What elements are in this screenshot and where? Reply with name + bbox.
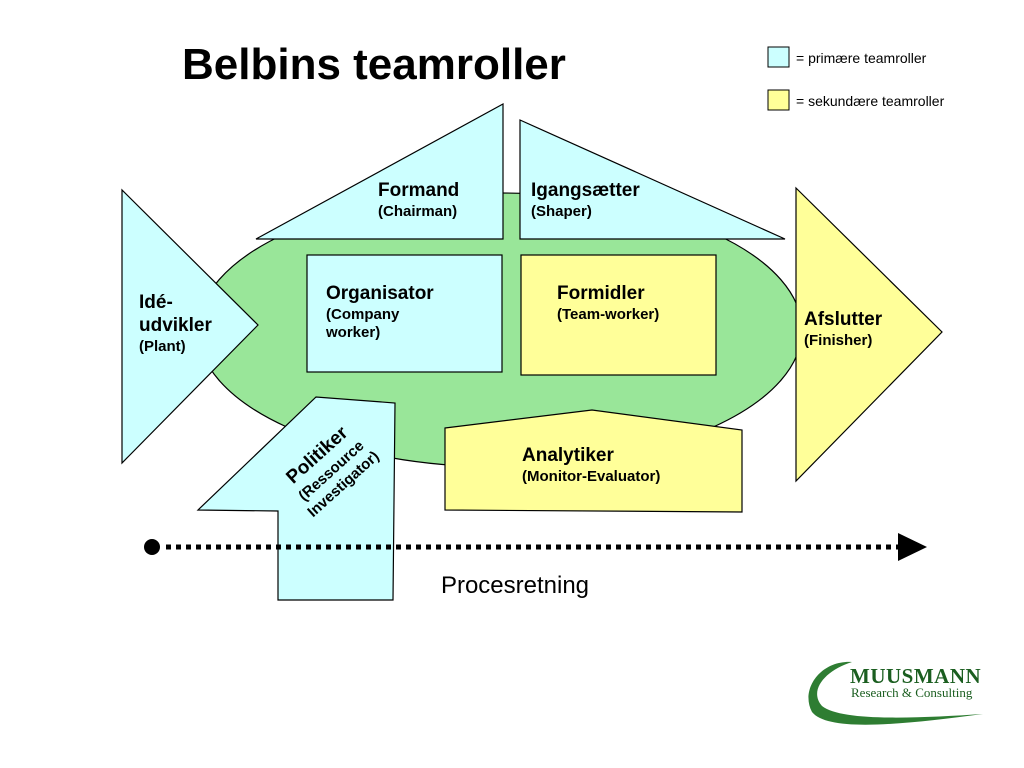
organisator-english-line2: worker): [326, 323, 381, 341]
analytiker-shape: [444, 409, 743, 513]
organisator-shape: [306, 254, 503, 373]
afslutter-shape: [795, 186, 943, 483]
ideudvikler-label: Idé- udvikler (Plant): [139, 292, 212, 356]
process-direction-label: Procesretning: [440, 572, 590, 599]
igangsaetter-shape: [519, 119, 786, 240]
igangsaetter-english: (Shaper): [531, 202, 592, 220]
afslutter-label: Afslutter (Finisher): [804, 309, 882, 350]
logo-swoosh: [808, 661, 983, 725]
analytiker-english: (Monitor-Evaluator): [522, 467, 661, 485]
legend-secondary-label: = sekundære teamroller: [796, 93, 945, 109]
analytiker-name: Analytiker: [522, 445, 614, 466]
ideudvikler-shape: [121, 188, 259, 465]
afslutter-name: Afslutter: [804, 309, 883, 330]
formand-name: Formand: [378, 180, 460, 201]
ideudvikler-name-line1: Idé-: [139, 292, 173, 313]
legend-secondary-swatch: [767, 89, 790, 111]
formand-shape: [255, 102, 504, 240]
organisator-name: Organisator: [326, 283, 434, 304]
formand-label: Formand (Chairman): [378, 180, 459, 221]
legend-primary-swatch: [767, 46, 790, 68]
igangsaetter-name: Igangsætter: [531, 180, 640, 201]
organisator-label: Organisator (Company worker): [326, 283, 434, 342]
formand-english: (Chairman): [378, 202, 458, 220]
igangsaetter-label: Igangsætter (Shaper): [531, 180, 640, 221]
formidler-name: Formidler: [557, 283, 645, 304]
afslutter-english: (Finisher): [804, 331, 873, 349]
process-start-dot: [144, 539, 160, 555]
formidler-shape: [520, 254, 717, 376]
page-title: Belbins teamroller: [182, 40, 566, 89]
ideudvikler-name-line2: udvikler: [139, 314, 212, 336]
organisator-english-line1: (Company: [326, 305, 400, 323]
analytiker-label: Analytiker (Monitor-Evaluator): [522, 445, 660, 486]
formidler-english: (Team-worker): [557, 305, 660, 323]
legend-primary-label: = primære teamroller: [796, 50, 927, 66]
formidler-label: Formidler (Team-worker): [557, 283, 659, 324]
logo-tagline: Research & Consulting: [851, 685, 973, 700]
process-arrow-head: [898, 533, 927, 561]
ideudvikler-english: (Plant): [139, 337, 186, 355]
logo-name: MUUSMANN: [850, 664, 982, 688]
politiker-shape: [196, 396, 396, 601]
